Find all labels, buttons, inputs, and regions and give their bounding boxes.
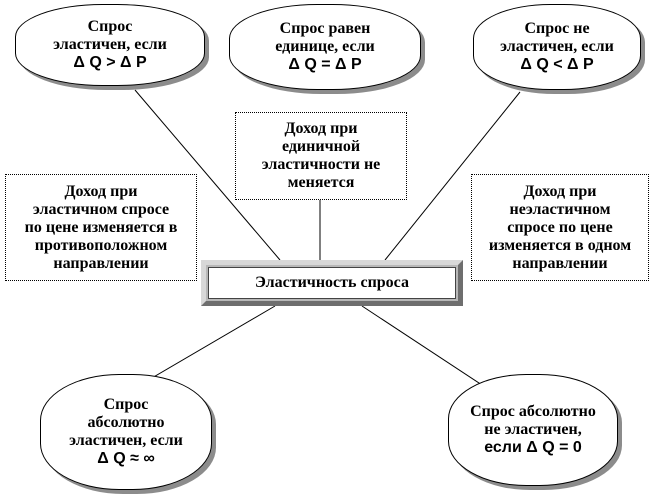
note-elastic-income-line-4: противоположном [34,236,168,254]
center-box: Эластичность спроса [201,260,463,306]
oval-elastic-line-2: эластичен, если [53,36,167,53]
oval-perfectly-inelastic-formula: если Δ Q = 0 [484,439,582,456]
oval-inelastic-formula: Δ Q < Δ P [520,56,594,73]
oval-elastic-line-1: Спрос [87,18,133,35]
oval-perfectly-elastic-line-1: Спрос [103,396,149,413]
oval-unit-line-1: Спрос равен [279,20,371,37]
connector-perfectly-inelastic [361,305,483,386]
note-elastic-income: Доход при эластичном спросе по цене изме… [5,174,197,281]
center-box-inner: Эластичность спроса [208,267,456,299]
oval-perfectly-inelastic-line-1: Спрос абсолютно [470,403,596,420]
note-inelastic-income-line-4: изменяется в одном [488,236,632,254]
note-inelastic-income-line-2: неэластичном [509,200,611,218]
oval-elastic-formula: Δ Q > Δ P [73,54,147,71]
center-label: Эластичность спроса [255,274,409,291]
oval-inelastic: Спрос не эластичен, если Δ Q < Δ P [473,4,641,90]
note-unit-income-line-3: эластичности не [261,156,381,173]
oval-perfectly-inelastic-line-2: не эластичен, [484,421,582,438]
oval-unit: Спрос равен единице, если Δ Q = Δ P [229,4,421,90]
oval-perfectly-inelastic: Спрос абсолютно не эластичен, если Δ Q =… [448,374,618,486]
oval-unit-line-2: единице, если [275,38,375,55]
oval-perfectly-elastic-formula: Δ Q ≈ ∞ [97,450,155,467]
oval-perfectly-elastic: Спрос абсолютно эластичен, если Δ Q ≈ ∞ [40,374,212,490]
note-unit-income: Доход при единичной эластичности не меня… [235,112,407,200]
note-elastic-income-line-1: Доход при [64,182,138,200]
oval-unit-formula: Δ Q = Δ P [288,56,362,73]
note-elastic-income-line-3: по цене изменяется в [24,218,178,236]
note-unit-income-line-4: меняется [287,174,355,191]
note-inelastic-income-line-1: Доход при [523,182,597,200]
note-inelastic-income-line-5: направлении [512,254,608,272]
note-elastic-income-line-2: эластичном спросе [32,200,170,218]
note-inelastic-income: Доход при неэластичном спросе по цене из… [471,174,649,281]
oval-perfectly-elastic-line-3: эластичен, если [69,432,183,449]
connector-perfectly-elastic [144,305,276,383]
note-unit-income-line-1: Доход при [284,120,358,137]
oval-inelastic-line-2: эластичен, если [500,38,614,55]
connector-elastic [134,89,281,261]
note-unit-income-line-2: единичной [281,138,361,155]
note-elastic-income-line-5: направлении [53,254,149,272]
note-inelastic-income-line-3: спросе по цене [507,218,613,236]
oval-elastic: Спрос эластичен, если Δ Q > Δ P [15,4,205,86]
oval-inelastic-line-1: Спрос не [524,20,590,37]
connector-inelastic [384,91,521,261]
oval-perfectly-elastic-line-2: абсолютно [87,414,165,431]
